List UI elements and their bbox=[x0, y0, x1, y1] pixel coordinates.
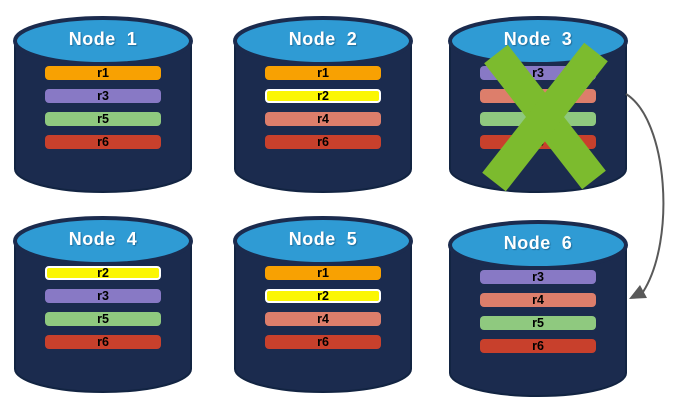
replica-bar: r1 bbox=[45, 66, 161, 80]
replica-label: r4 bbox=[317, 311, 329, 326]
replica-bar: r4 bbox=[265, 312, 381, 326]
replica-bar: r6 bbox=[45, 335, 161, 349]
replica-label: r1 bbox=[97, 65, 109, 80]
replica-bar: r4 bbox=[480, 293, 596, 307]
replica-label: r1 bbox=[317, 65, 329, 80]
failover-arrowhead-icon bbox=[629, 285, 647, 299]
replica-bar: r5 bbox=[480, 316, 596, 330]
failure-x-icon bbox=[482, 42, 608, 192]
replica-label: r4 bbox=[532, 292, 544, 307]
replica-bar: r6 bbox=[45, 135, 161, 149]
node-title: Node 5 bbox=[288, 229, 358, 249]
replica-bar: r2 bbox=[265, 289, 381, 303]
replica-label: r5 bbox=[97, 311, 109, 326]
replica-list: r3 r4 r5 r6 bbox=[480, 270, 596, 353]
replica-label: r5 bbox=[97, 111, 109, 126]
replica-bar: r3 bbox=[480, 270, 596, 284]
replica-bar: r3 bbox=[45, 89, 161, 103]
replica-label: r6 bbox=[97, 134, 109, 149]
node-4: Node 4 r2 r3 r5 r6 bbox=[13, 208, 193, 394]
replica-bar: r1 bbox=[265, 266, 381, 280]
node-title: Node 3 bbox=[503, 29, 573, 49]
failover-arrow-curve bbox=[625, 93, 665, 293]
replica-bar: r4 bbox=[265, 112, 381, 126]
replica-label: r6 bbox=[97, 334, 109, 349]
replica-label: r6 bbox=[532, 338, 544, 353]
replica-label: r4 bbox=[317, 111, 329, 126]
replica-bar: r3 bbox=[45, 289, 161, 303]
replica-label: r3 bbox=[532, 269, 544, 284]
node-1: Node 1 r1 r3 r5 r6 bbox=[13, 8, 193, 194]
replica-bar: r6 bbox=[480, 339, 596, 353]
replica-label: r1 bbox=[317, 265, 329, 280]
replica-label: r3 bbox=[532, 65, 544, 80]
replica-label: r6 bbox=[317, 334, 329, 349]
replica-list: r2 r3 r5 r6 bbox=[45, 266, 161, 349]
node-2: Node 2 r1 r2 r4 r6 bbox=[233, 8, 413, 194]
replica-list: r1 r3 r5 r6 bbox=[45, 66, 161, 149]
replica-label: r2 bbox=[97, 265, 109, 280]
replica-list: r1 r2 r4 r6 bbox=[265, 66, 381, 149]
replica-bar: r5 bbox=[45, 112, 161, 126]
node-title: Node 2 bbox=[288, 29, 358, 49]
replica-bar: r5 bbox=[45, 312, 161, 326]
node-title: Node 6 bbox=[503, 233, 573, 253]
replica-label: r5 bbox=[532, 315, 544, 330]
replica-bar: r1 bbox=[265, 66, 381, 80]
replica-label: r2 bbox=[317, 88, 329, 103]
replica-label: r3 bbox=[97, 288, 109, 303]
node-5: Node 5 r1 r2 r4 r6 bbox=[233, 208, 413, 394]
replica-bar: r6 bbox=[265, 135, 381, 149]
replica-bar: r2 bbox=[45, 266, 161, 280]
node-title: Node 1 bbox=[68, 29, 138, 49]
node-title: Node 4 bbox=[68, 229, 138, 249]
replica-label: r3 bbox=[97, 88, 109, 103]
replica-list: r1 r2 r4 r6 bbox=[265, 266, 381, 349]
replica-bar: r2 bbox=[265, 89, 381, 103]
replica-bar: r6 bbox=[265, 335, 381, 349]
node-6: Node 6 r3 r4 r5 r6 bbox=[448, 212, 628, 398]
replica-label: r2 bbox=[317, 288, 329, 303]
replica-label: r6 bbox=[317, 134, 329, 149]
